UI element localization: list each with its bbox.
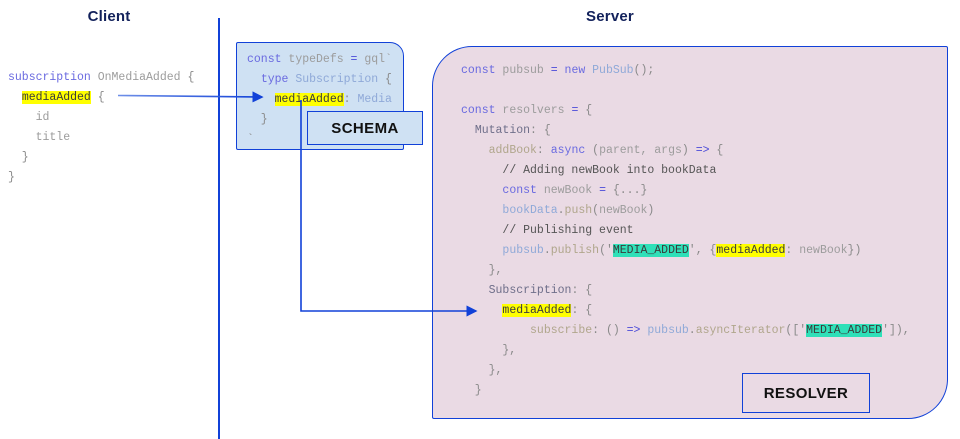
code-line: subscription OnMediaAdded { <box>8 71 195 84</box>
schema-label-box: SCHEMA <box>307 111 423 145</box>
code-line: bookData.push(newBook) <box>502 204 655 217</box>
highlighted-token: MEDIA_ADDED <box>806 324 883 337</box>
client-subscription-code: subscription OnMediaAdded { mediaAdded {… <box>8 68 194 188</box>
code-line: Mutation: { <box>474 124 551 137</box>
code-line: type Subscription { <box>260 73 392 86</box>
code-line: mediaAdded: Media <box>274 93 392 106</box>
highlighted-token: mediaAdded <box>502 304 572 317</box>
code-line: Subscription: { <box>488 284 593 297</box>
client-column-title: Client <box>87 8 131 25</box>
highlighted-token: mediaAdded <box>21 91 91 104</box>
code-line: const typeDefs = gql` <box>247 53 392 66</box>
code-line: mediaAdded { <box>21 91 105 104</box>
code-line: } <box>8 171 15 184</box>
code-line: id <box>8 111 50 124</box>
highlighted-token: MEDIA_ADDED <box>612 244 689 257</box>
code-line: const pubsub = new PubSub(); <box>461 64 655 77</box>
server-column-title: Server <box>586 8 634 25</box>
code-line: addBook: async (parent, args) => { <box>488 144 724 157</box>
resolver-label-box: RESOLVER <box>742 373 870 413</box>
code-line: } <box>461 384 482 397</box>
code-line: pubsub.publish('MEDIA_ADDED', {mediaAdde… <box>502 244 862 257</box>
resolver-label: RESOLVER <box>763 384 849 402</box>
code-line: // Publishing event <box>502 224 634 237</box>
code-line: mediaAdded: { <box>502 304 593 317</box>
code-line: }, <box>461 264 503 277</box>
code-line: }, <box>461 344 517 357</box>
code-line <box>461 81 910 101</box>
arrow-schema-to-resolver <box>300 100 478 317</box>
client-server-divider <box>218 18 220 439</box>
arrow-client-to-schema <box>117 91 264 103</box>
highlighted-token: mediaAdded <box>716 244 786 257</box>
resolver-code: const pubsub = new PubSub(); const resol… <box>461 61 910 401</box>
code-line: ` <box>247 133 254 146</box>
code-line: const newBook = {...} <box>502 184 648 197</box>
schema-typedefs-code: const typeDefs = gql` type Subscription … <box>247 50 392 150</box>
code-line: const resolvers = { <box>461 104 593 117</box>
schema-label: SCHEMA <box>331 119 399 137</box>
code-line: title <box>8 131 71 144</box>
code-line: } <box>8 151 29 164</box>
code-line: // Adding newBook into bookData <box>502 164 717 177</box>
code-line: } <box>247 113 268 126</box>
code-line: }, <box>461 364 503 377</box>
highlighted-token: mediaAdded <box>274 93 344 106</box>
resolver-panel: const pubsub = new PubSub(); const resol… <box>432 46 948 419</box>
code-line: subscribe: () => pubsub.asyncIterator(['… <box>530 324 910 337</box>
